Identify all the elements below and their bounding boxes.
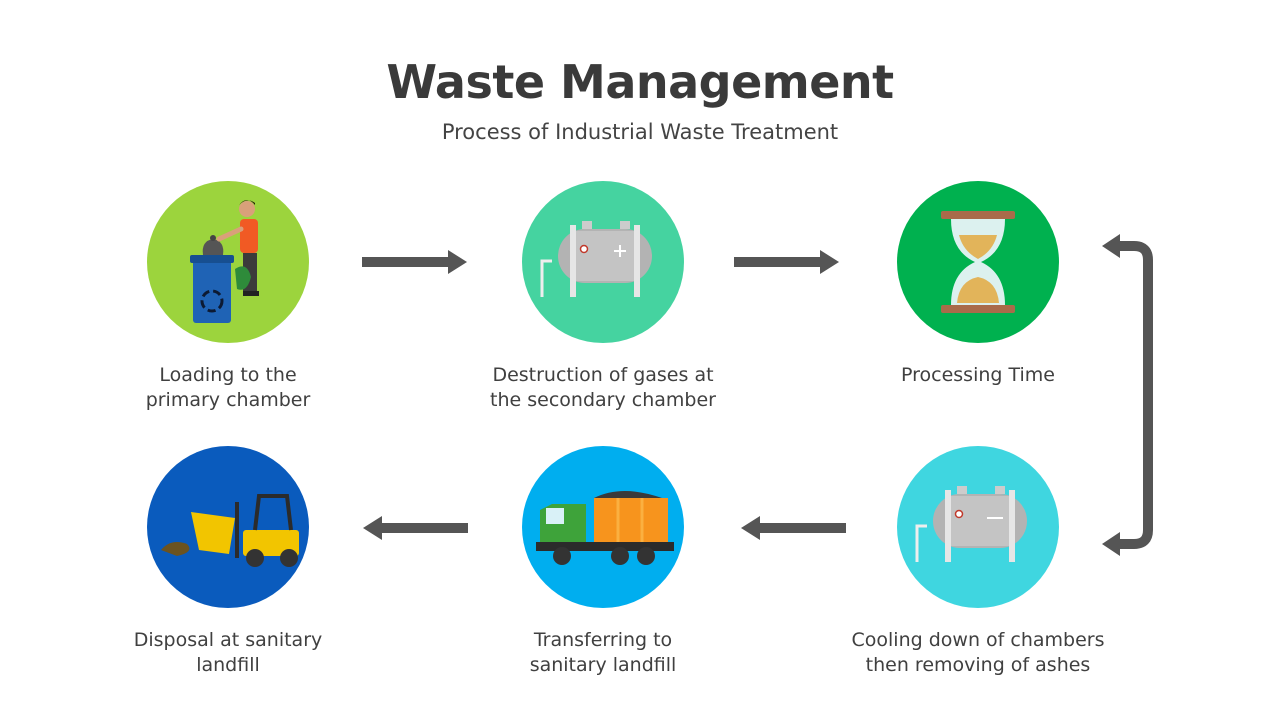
step-transferring-to-landfill: Transferring to sanitary landfill bbox=[453, 446, 753, 678]
return-arrow-icon bbox=[1102, 234, 1153, 556]
arrow-right-2-icon bbox=[734, 250, 839, 274]
hourglass-icon bbox=[941, 211, 1015, 313]
step-1-circle bbox=[147, 181, 309, 343]
step-6-label: Disposal at sanitary landfill bbox=[133, 629, 323, 676]
gas-tank-icon bbox=[540, 221, 652, 297]
arrow-left-1-icon bbox=[741, 516, 846, 540]
person-trash-bin-icon bbox=[190, 200, 259, 323]
page-title: Waste Management bbox=[386, 55, 894, 109]
step-2-circle bbox=[522, 181, 684, 343]
step-destruction-of-gases: Destruction of gases at the secondary ch… bbox=[453, 181, 753, 413]
page-subtitle: Process of Industrial Waste Treatment bbox=[441, 120, 839, 144]
cooling-tank-icon bbox=[915, 486, 1027, 562]
arrow-left-2-icon bbox=[363, 516, 468, 540]
step-loading-primary-chamber: Loading to the primary chamber bbox=[78, 181, 378, 413]
step-disposal-at-landfill: Disposal at sanitary landfill bbox=[78, 446, 378, 678]
step-3-label: Processing Time bbox=[901, 364, 1055, 386]
step-1-label: Loading to the primary chamber bbox=[145, 364, 311, 411]
step-4-label: Cooling down of chambers then removing o… bbox=[851, 629, 1105, 676]
forklift-icon bbox=[161, 494, 299, 567]
step-4-circle bbox=[897, 446, 1059, 608]
step-6-circle bbox=[147, 446, 309, 608]
truck-icon bbox=[536, 491, 674, 565]
arrow-right-1-icon bbox=[362, 250, 467, 274]
step-3-circle bbox=[897, 181, 1059, 343]
step-5-label: Transferring to sanitary landfill bbox=[529, 629, 677, 676]
step-5-circle bbox=[522, 446, 684, 608]
step-cooling-down-chambers: Cooling down of chambers then removing o… bbox=[828, 446, 1128, 678]
step-2-label: Destruction of gases at the secondary ch… bbox=[490, 364, 716, 411]
step-processing-time: Processing Time bbox=[828, 181, 1128, 388]
